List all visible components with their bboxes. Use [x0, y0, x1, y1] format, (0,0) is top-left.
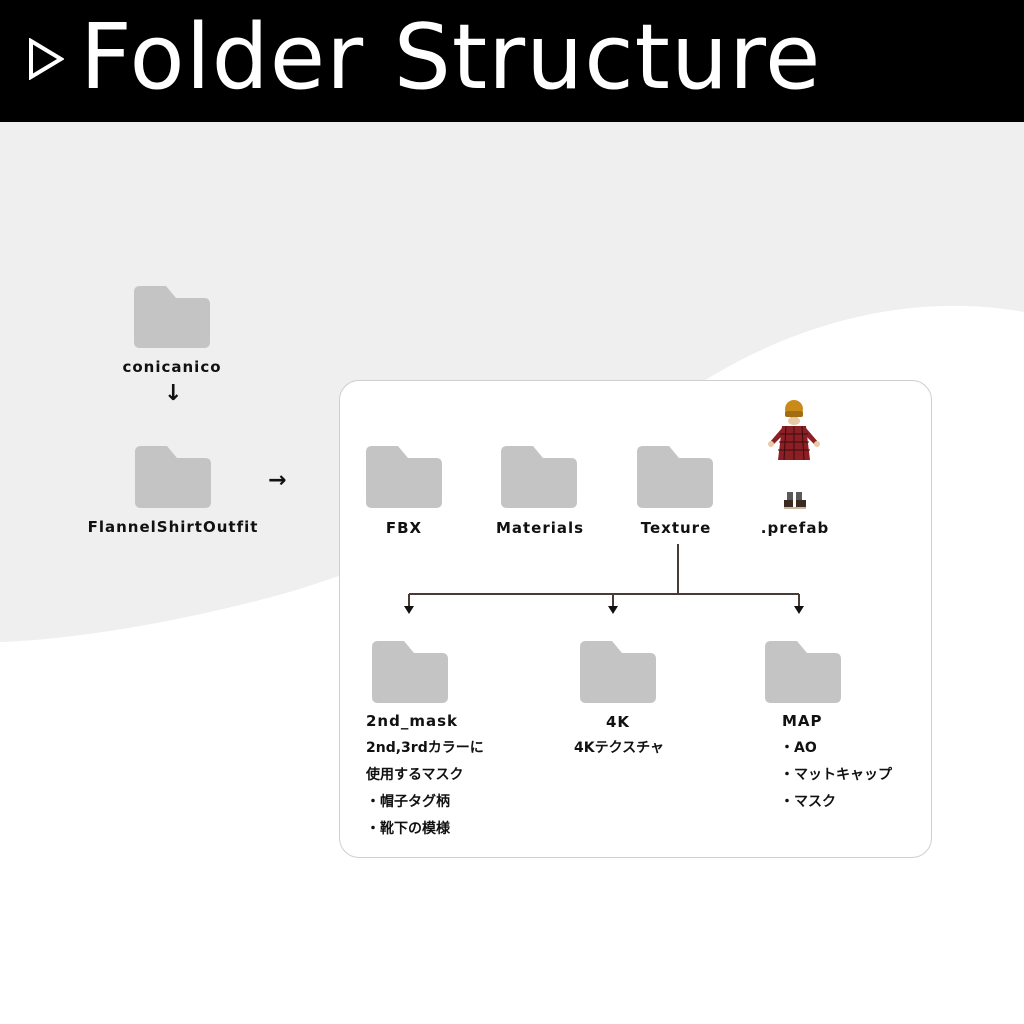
map-note-line: ・マスク	[780, 794, 836, 810]
folder-icon[interactable]	[366, 446, 442, 508]
map-folder-label: MAP	[782, 712, 823, 730]
folder-icon[interactable]	[135, 446, 211, 508]
mask-folder-label: 2nd_mask	[366, 712, 459, 730]
mask-note-line: ・帽子タグ柄	[366, 794, 450, 810]
folder-icon[interactable]	[580, 641, 656, 703]
prefab-label: .prefab	[760, 519, 830, 537]
mask-note-line: 2nd,3rdカラーに	[366, 740, 484, 756]
mask-note-line: 使用するマスク	[366, 767, 464, 783]
prefab-character-icon[interactable]	[762, 398, 826, 514]
root-folder-label: conicanico	[122, 358, 222, 376]
mask-note-line: ・靴下の模様	[366, 821, 450, 837]
materials-folder-label: Materials	[495, 519, 585, 537]
fbx-folder-label: FBX	[385, 519, 423, 537]
play-outline-icon	[29, 38, 64, 80]
fourk-note-line: 4Kテクスチャ	[574, 740, 665, 756]
outfit-folder-label: FlannelShirtOutfit	[87, 518, 259, 536]
header-bar: Folder Structure	[0, 0, 1024, 122]
folder-icon[interactable]	[372, 641, 448, 703]
folder-icon[interactable]	[765, 641, 841, 703]
page-title: Folder Structure	[80, 5, 822, 110]
texture-folder-label: Texture	[640, 519, 712, 537]
folder-icon[interactable]	[501, 446, 577, 508]
down-arrow-icon: ↓	[164, 381, 183, 406]
fourk-folder-label: 4K	[605, 713, 631, 731]
folder-icon[interactable]	[134, 286, 210, 348]
map-note-line: ・AO	[780, 740, 817, 756]
folder-icon[interactable]	[637, 446, 713, 508]
right-arrow-icon: →	[268, 468, 287, 493]
map-note-line: ・マットキャップ	[780, 767, 892, 783]
